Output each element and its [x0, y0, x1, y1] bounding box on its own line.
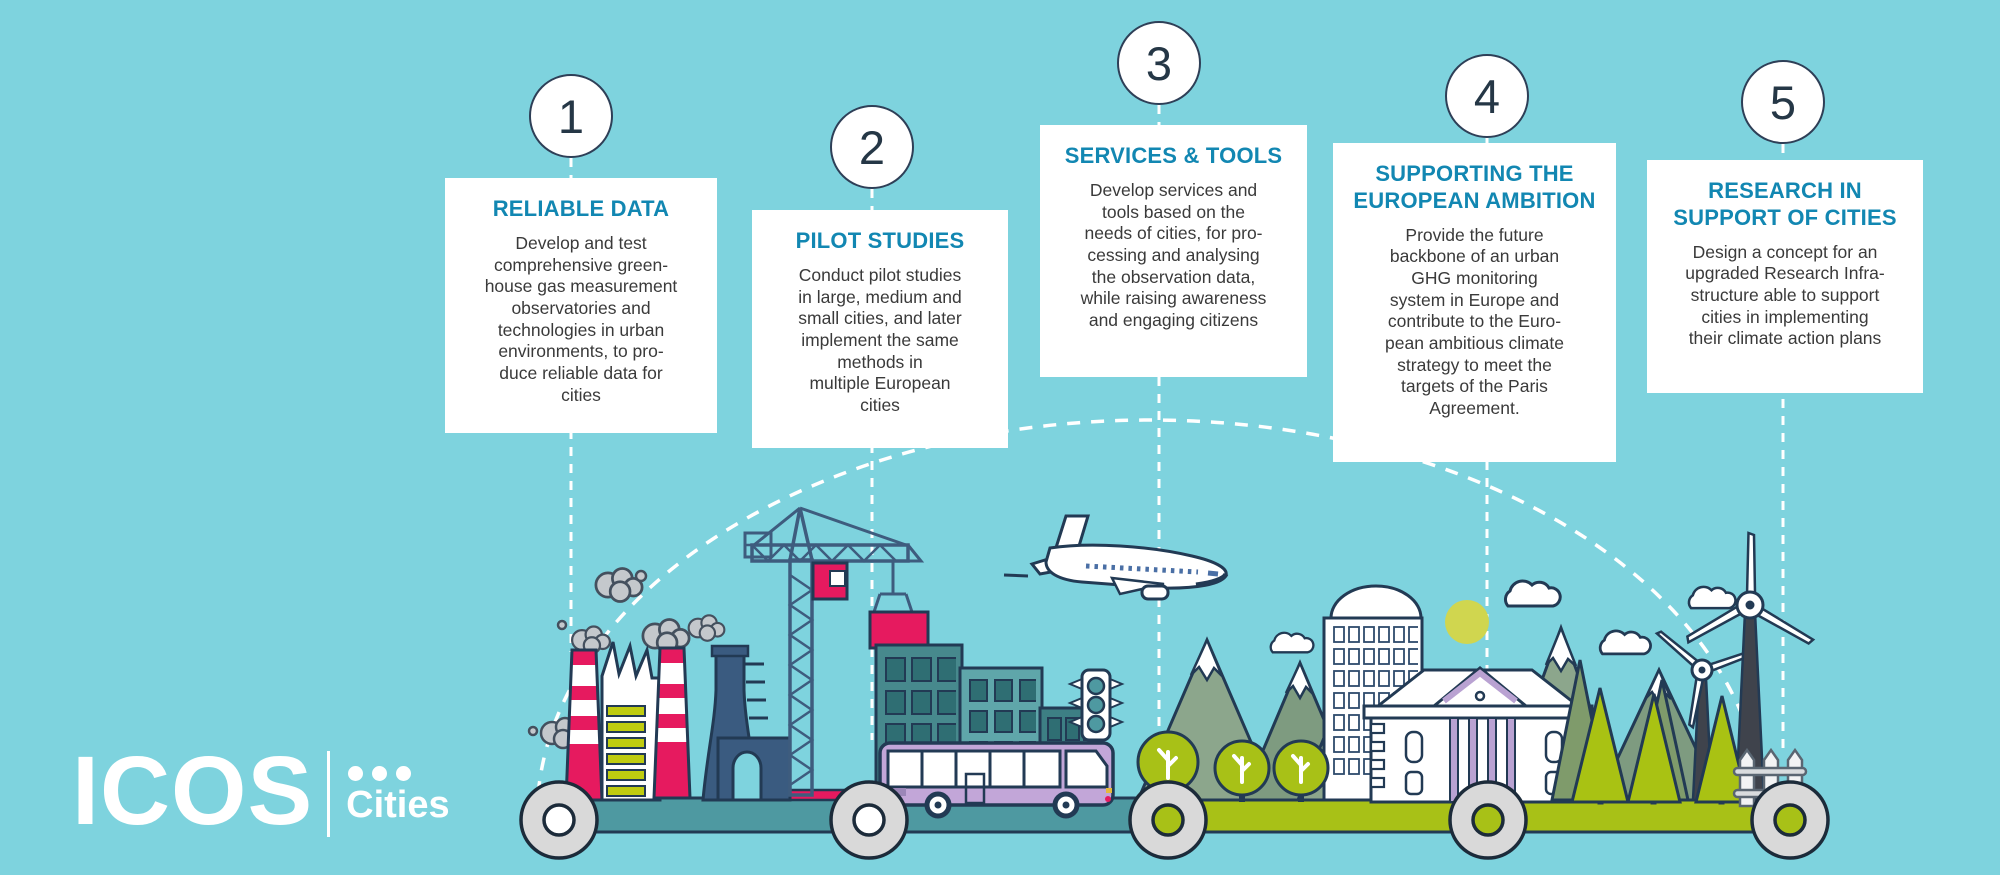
- step-1-description: Develop and test comprehensive green- ho…: [484, 232, 678, 405]
- pine-trees-icon: [1550, 659, 1750, 805]
- step-5-badge: 5: [1741, 60, 1825, 144]
- logo-dots-icon: [348, 765, 449, 781]
- step-4-badge: 4: [1445, 54, 1529, 138]
- step-4-title: SUPPORTING THE EUROPEAN AMBITION: [1353, 161, 1596, 213]
- step-1-title: RELIABLE DATA: [492, 196, 670, 221]
- logo-divider: [327, 750, 331, 837]
- wheel-icon: [519, 780, 1830, 860]
- factory-windows: [606, 705, 646, 797]
- tree-icon: [1136, 730, 1330, 802]
- factory-icon: [564, 640, 692, 802]
- bus-wheel-icon: [924, 791, 1080, 819]
- bus-icon: [878, 741, 1115, 819]
- step-3-card: SERVICES & TOOLS Develop services and to…: [1040, 125, 1307, 377]
- step-4-description: Provide the future backbone of an urban …: [1385, 224, 1564, 419]
- step-2-number: 2: [858, 120, 886, 174]
- logo-dot: [372, 765, 388, 781]
- step-5-card: RESEARCH IN SUPPORT OF CITIES Design a c…: [1647, 160, 1923, 393]
- logo-wordmark: ICOS: [72, 736, 314, 845]
- logo-dot: [396, 765, 412, 781]
- construction-crane-icon: [743, 506, 930, 797]
- cooling-tower-icon: [701, 644, 792, 802]
- step-4-number: 4: [1473, 69, 1501, 123]
- step-5-title: RESEARCH IN SUPPORT OF CITIES: [1673, 178, 1897, 230]
- step-2-card: PILOT STUDIES Conduct pilot studies in l…: [752, 210, 1008, 448]
- sun-icon: [1445, 600, 1489, 644]
- logo-dot: [348, 765, 364, 781]
- step-2-badge: 2: [830, 105, 914, 189]
- airplane-icon: [1003, 514, 1229, 601]
- dashed-arc: [535, 418, 1765, 819]
- step-1-badge: 1: [529, 74, 613, 158]
- crane-container: [868, 610, 930, 650]
- step-3-description: Develop services and tools based on the …: [1080, 179, 1267, 330]
- wind-turbine-icon: [1654, 531, 1816, 802]
- step-2-description: Conduct pilot studies in large, medium a…: [798, 264, 962, 415]
- step-5-description: Design a concept for an upgraded Researc…: [1685, 241, 1885, 349]
- step-2-title: PILOT STUDIES: [795, 228, 965, 253]
- traffic-light-icon: [1067, 668, 1125, 772]
- step-1-number: 1: [557, 89, 585, 143]
- step-1-card: RELIABLE DATA Develop and test comprehen…: [445, 178, 717, 433]
- step-4-card: SUPPORTING THE EUROPEAN AMBITION Provide…: [1333, 143, 1616, 462]
- step-3-title: SERVICES & TOOLS: [1064, 143, 1283, 168]
- icos-cities-logo: ICOS Cities: [72, 742, 450, 839]
- step-5-number: 5: [1769, 75, 1797, 129]
- step-3-number: 3: [1145, 36, 1173, 90]
- bus-door: [964, 772, 986, 805]
- step-3-badge: 3: [1117, 21, 1201, 105]
- logo-subname: Cities: [346, 783, 450, 826]
